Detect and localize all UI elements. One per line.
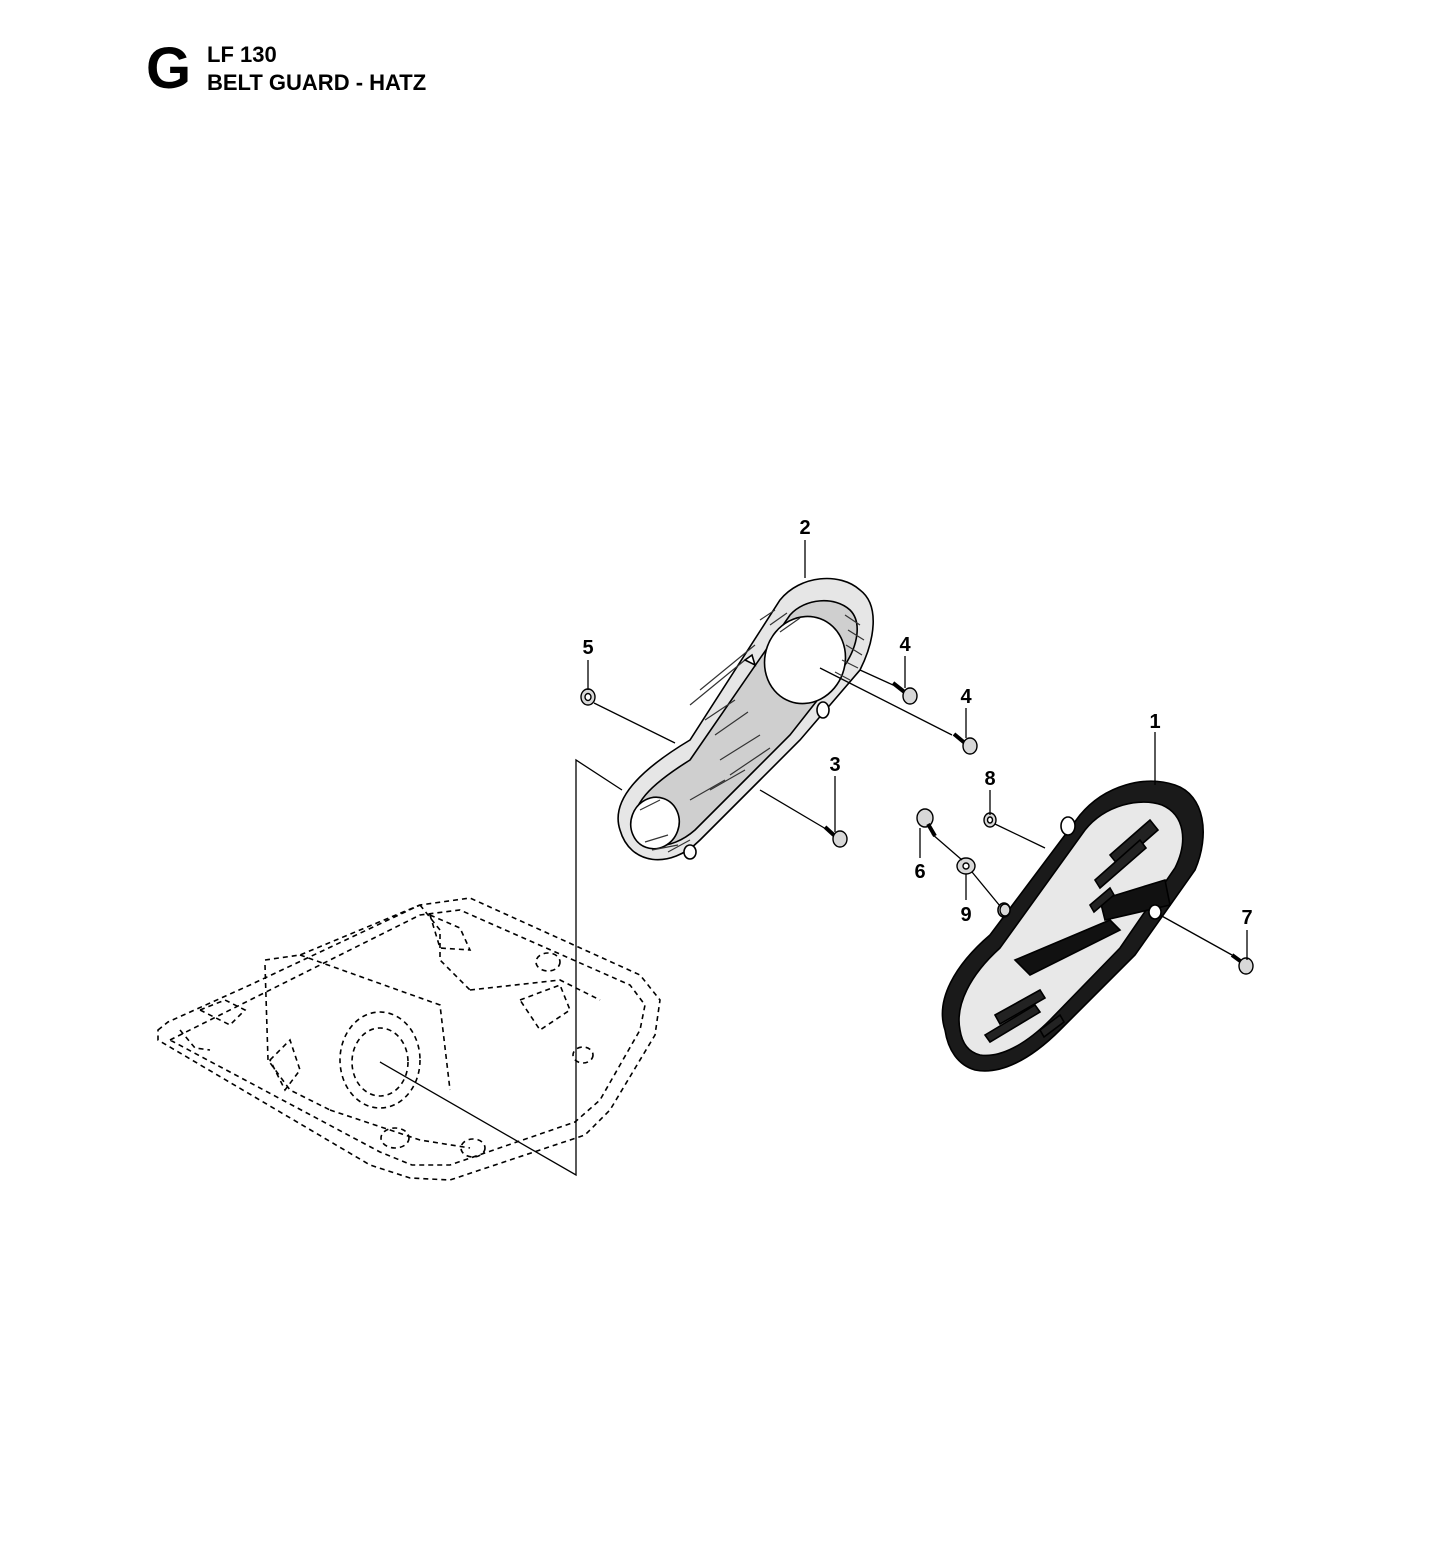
- callout-7: 7: [1241, 907, 1252, 929]
- model-name: LF 130: [207, 42, 277, 67]
- callout-6: 6: [914, 861, 925, 883]
- bolt-4b: [952, 732, 978, 755]
- callout-8: 8: [984, 768, 995, 790]
- callout-2: 2: [799, 517, 810, 539]
- callout-9: 9: [960, 904, 971, 926]
- inner-belt-guard: [617, 577, 874, 861]
- bolt-6: [916, 808, 937, 838]
- callout-4a: 4: [899, 634, 911, 656]
- outer-belt-guard: [941, 780, 1204, 1072]
- washer-9: [956, 857, 976, 875]
- section-letter: G: [146, 36, 192, 101]
- bolt-7: [1230, 953, 1254, 975]
- bolt-4a: [891, 681, 918, 705]
- nut-5: [580, 688, 596, 706]
- callout-3: 3: [829, 754, 840, 776]
- leader-lines: [379, 540, 1248, 1177]
- clip-8: [983, 812, 997, 828]
- callout-5: 5: [582, 637, 593, 659]
- base-plate-outline: [157, 897, 661, 1181]
- callout-4b: 4: [960, 686, 972, 708]
- clip-9: [999, 903, 1011, 917]
- bolt-3: [823, 825, 848, 848]
- page-title: BELT GUARD - HATZ: [207, 70, 427, 95]
- fasteners: [580, 681, 1254, 975]
- callout-labels: 2 5 4 4 1 3 8 6 9 7: [582, 517, 1252, 929]
- callout-1: 1: [1149, 711, 1160, 733]
